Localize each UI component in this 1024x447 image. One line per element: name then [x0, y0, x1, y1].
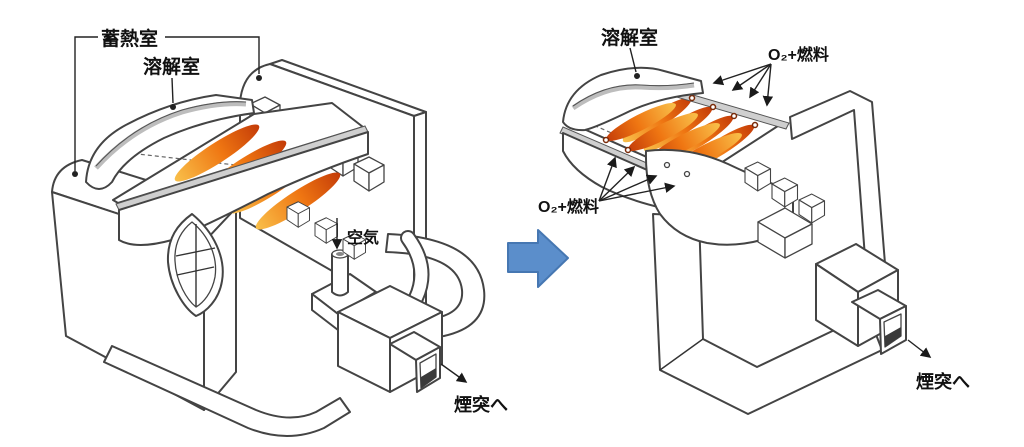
front-duct-fold	[659, 338, 704, 371]
oxy-fuel-arrow	[731, 63, 772, 91]
regenerator-dot-right	[256, 75, 262, 81]
oxy-fuel-arrow	[598, 174, 658, 202]
air-pipe-bore	[336, 252, 344, 256]
melting-chamber-dot	[170, 104, 176, 110]
wall-port-circle	[663, 161, 671, 169]
oxy-fuel-arrow	[712, 63, 772, 86]
chimney-label-right: 煙突へ	[916, 371, 970, 392]
right-melting-chamber	[559, 66, 826, 259]
oxy-fuel-arrow	[598, 165, 636, 202]
oxy-fuel-fan-bottom	[598, 156, 676, 202]
regenerator-leader-right	[165, 36, 260, 74]
chamber-roof	[85, 94, 255, 190]
chamber-front-wall	[118, 131, 369, 246]
regenerator-box	[51, 159, 237, 411]
oxy-fuel-arrow	[598, 182, 676, 202]
burner-dot	[730, 112, 738, 120]
burner-dot	[688, 94, 696, 102]
melting-chamber-leader	[171, 77, 174, 104]
left-furnace-illustration: 蓄熱室 溶解室 空気 煙突へ	[51, 27, 508, 437]
chimney-label-left: 煙突へ	[454, 394, 508, 415]
left-flue-ducts	[103, 230, 486, 437]
right-furnace-illustration: 溶解室 O₂+燃料 O₂+燃料 煙突へ	[538, 26, 970, 415]
oxy-fuel-label-top: O₂+燃料	[768, 45, 829, 64]
roof-band-line	[95, 101, 247, 167]
roof-band-line-r	[572, 82, 695, 107]
regenerator-label: 蓄熱室	[101, 27, 158, 50]
teardrop-bar-1	[175, 247, 216, 257]
chamber-support-blocks-r	[744, 161, 826, 259]
oxy-fuel-arrow	[598, 156, 617, 202]
oxy-fuel-arrow	[749, 63, 772, 99]
outlet-stub-shadow	[421, 368, 436, 388]
roof-band	[94, 101, 247, 170]
left-melting-chamber	[85, 94, 369, 317]
outlet-stub-shadow-r	[885, 327, 901, 347]
teardrop-port	[166, 213, 224, 317]
right-flue-ducts	[652, 90, 907, 415]
wall-port-circle	[683, 170, 691, 178]
support-cube-right	[784, 223, 813, 259]
transition-arrow	[507, 229, 569, 288]
melting-chamber-leader-r	[629, 47, 637, 73]
roof-band-r	[571, 82, 695, 111]
oxy-fuel-fan-top	[712, 63, 774, 107]
melting-chamber-label-left: 溶解室	[143, 55, 200, 78]
regenerator-leader-left	[74, 36, 98, 171]
air-pipe-body	[331, 253, 349, 297]
teardrop-bar-2	[176, 266, 215, 276]
oxy-fuel-arrow	[762, 63, 774, 107]
chimney-arrow-right	[907, 339, 932, 358]
chamber-roof-r	[562, 66, 704, 132]
burner-dot	[624, 146, 632, 154]
bottom-duct	[103, 345, 351, 437]
chimney-arrow-left	[440, 363, 468, 383]
burner-dot	[602, 136, 610, 144]
far-burner-dots	[688, 94, 759, 129]
right-labels: 溶解室 O₂+燃料 O₂+燃料 煙突へ	[538, 26, 970, 392]
teardrop-inner	[174, 221, 217, 308]
melting-chamber-dot-r	[634, 73, 640, 79]
left-labels: 蓄熱室 溶解室 空気 煙突へ	[72, 27, 508, 415]
regenerator-dot-left	[72, 171, 78, 177]
air-label: 空気	[347, 228, 379, 247]
burner-dot	[709, 103, 717, 111]
melting-chamber-label-right: 溶解室	[601, 26, 658, 49]
oxy-fuel-label-bottom: O₂+燃料	[538, 197, 599, 216]
burner-dot	[751, 121, 759, 129]
